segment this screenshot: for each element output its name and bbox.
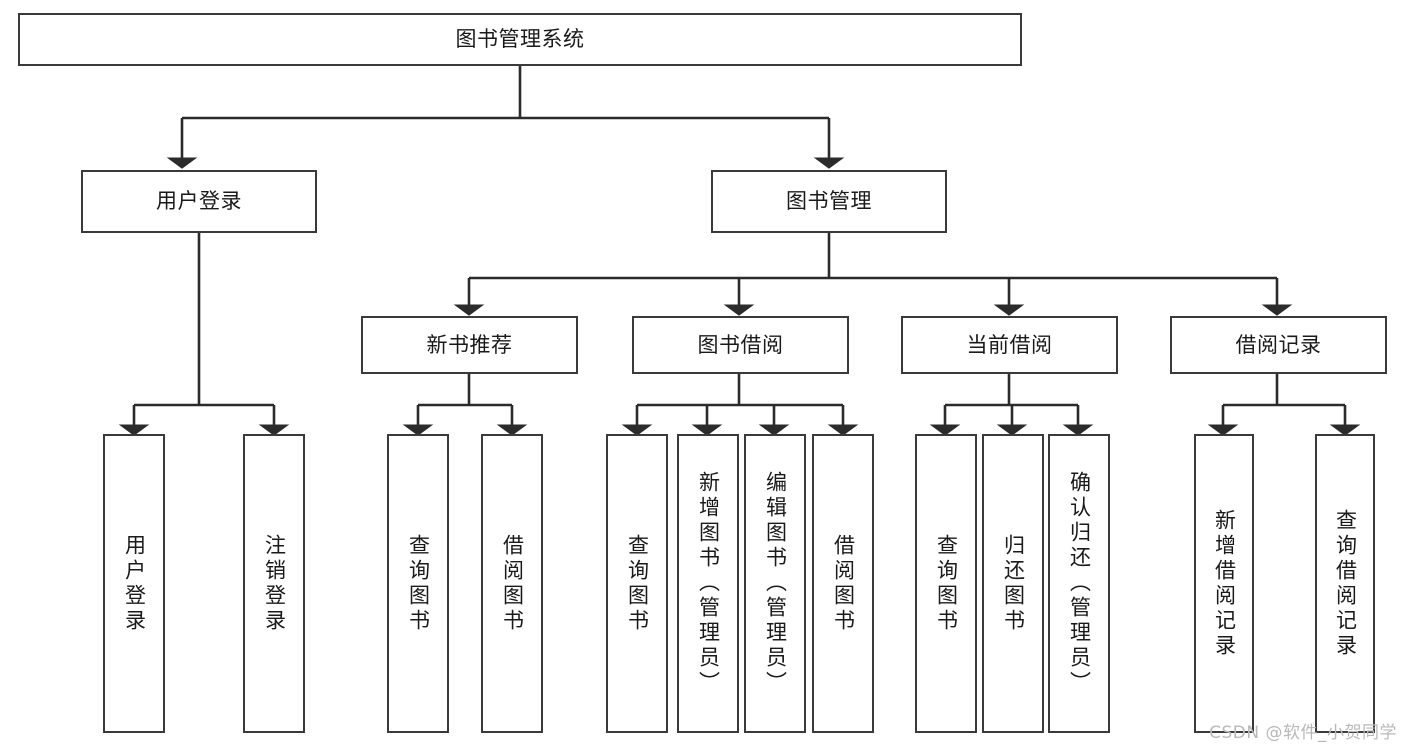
leaf-confirm-return-admin[interactable]: 确认归还（管理员） [1048,434,1110,733]
node-label: 查询图书 [406,533,431,634]
node-label: 借阅记录 [1235,332,1322,357]
node-label: 查询图书 [625,533,650,634]
leaf-borrow-book-recommend[interactable]: 借阅图书 [481,434,543,733]
node-label: 图书管理系统 [455,27,585,52]
leaf-user-login[interactable]: 用户登录 [103,434,165,733]
node-label: 编辑图书（管理员） [763,471,788,696]
leaf-query-book-recommend[interactable]: 查询图书 [387,434,449,733]
node-label: 图书管理 [786,189,872,214]
leaf-edit-book-admin[interactable]: 编辑图书（管理员） [744,434,806,733]
leaf-borrow-book[interactable]: 借阅图书 [812,434,874,733]
leaf-query-book-current[interactable]: 查询图书 [915,434,977,733]
node-label: 用户登录 [122,533,147,634]
leaf-add-book-admin[interactable]: 新增图书（管理员） [677,434,739,733]
node-book-borrow[interactable]: 图书借阅 [632,316,849,374]
node-label: 查询图书 [934,533,959,634]
node-label: 查询借阅记录 [1333,508,1358,659]
node-new-book-recommend[interactable]: 新书推荐 [361,316,578,374]
node-user-login[interactable]: 用户登录 [81,170,317,233]
node-label: 新增借阅记录 [1212,508,1237,659]
node-label: 新书推荐 [426,332,513,357]
node-label: 新增图书（管理员） [696,471,721,696]
leaf-logout[interactable]: 注销登录 [243,434,305,733]
leaf-add-borrow-record[interactable]: 新增借阅记录 [1194,434,1254,733]
node-label: 注销登录 [262,533,287,634]
node-label: 图书借阅 [697,332,784,357]
node-label: 确认归还（管理员） [1067,471,1092,696]
node-root-book-management-system[interactable]: 图书管理系统 [18,13,1022,66]
node-label: 借阅图书 [500,533,525,634]
node-book-management[interactable]: 图书管理 [711,170,947,233]
node-borrow-records[interactable]: 借阅记录 [1170,316,1387,374]
node-label: 当前借阅 [966,332,1053,357]
node-label: 借阅图书 [831,533,856,634]
node-label: 用户登录 [156,189,242,214]
node-current-borrow[interactable]: 当前借阅 [901,316,1118,374]
leaf-query-borrow-record[interactable]: 查询借阅记录 [1315,434,1375,733]
leaf-return-book[interactable]: 归还图书 [982,434,1044,733]
leaf-query-book-borrow[interactable]: 查询图书 [606,434,668,733]
node-label: 归还图书 [1001,533,1026,634]
